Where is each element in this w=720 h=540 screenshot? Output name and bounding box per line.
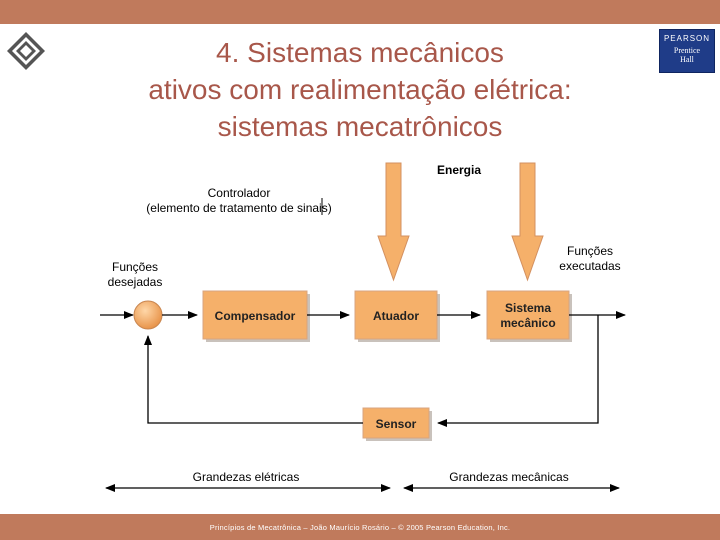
actuator-label: Atuador xyxy=(373,309,419,323)
actuator-box: Atuador xyxy=(354,290,440,342)
energy-arrow-actuator xyxy=(377,162,410,282)
summing-junction xyxy=(133,300,163,330)
executed-functions-sublabel: executadas xyxy=(559,259,620,273)
title-line-2: ativos com realimentação elétrica: xyxy=(148,74,572,105)
controller-sublabel: (elemento de tratamento de sinais) xyxy=(146,201,331,215)
logo-line1: Prentice xyxy=(673,46,701,55)
diamond-icon xyxy=(7,32,45,70)
pearson-logo: PEARSON Prentice Hall xyxy=(659,29,715,73)
logo-line2: Hall xyxy=(680,55,694,64)
sensor-label: Sensor xyxy=(376,417,417,431)
controller-label: Controlador xyxy=(208,186,271,200)
title-line-3: sistemas mecatrônicos xyxy=(217,111,503,142)
logo-brand: PEARSON xyxy=(663,34,711,43)
top-bar xyxy=(0,0,720,24)
page-title: 4. Sistemas mecânicos ativos com realime… xyxy=(80,34,640,145)
executed-functions-label: Funções xyxy=(567,244,613,258)
energy-arrow-system xyxy=(511,162,544,282)
title-line-1: 4. Sistemas mecânicos xyxy=(216,37,504,68)
desired-functions-label: Funções xyxy=(112,260,158,274)
output-to-sensor-path xyxy=(437,315,599,427)
system-label: Sistema xyxy=(505,301,551,315)
compensator-label: Compensador xyxy=(215,309,296,323)
mechanical-quantities-label: Grandezas mecânicas xyxy=(449,470,568,484)
mechanical-system-box: Sistema mecânico xyxy=(486,290,572,342)
footer-text: Princípios de Mecatrônica – João Mauríci… xyxy=(209,522,511,532)
footer-bar: Princípios de Mecatrônica – João Mauríci… xyxy=(0,514,720,540)
system-sublabel: mecânico xyxy=(500,316,555,330)
electrical-quantities-label: Grandezas elétricas xyxy=(193,470,300,484)
feedback-path xyxy=(144,335,363,424)
sensor-box: Sensor xyxy=(362,407,432,441)
compensator-box: Compensador xyxy=(202,290,310,342)
energy-label: Energia xyxy=(437,163,481,177)
desired-functions-sublabel: desejadas xyxy=(108,275,163,289)
